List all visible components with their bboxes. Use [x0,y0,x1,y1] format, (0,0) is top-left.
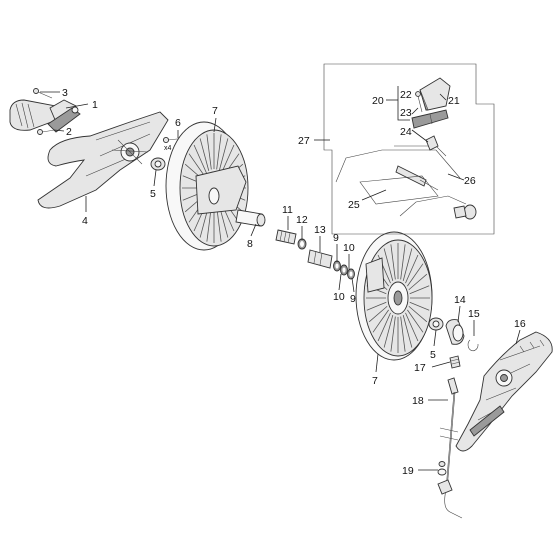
callout-5-right: 5 [430,349,436,361]
reel-spoke [400,316,406,352]
reel-spoke [368,305,388,323]
crank-arm [47,106,81,133]
reel-spoke [390,316,396,352]
reel-spoke [199,138,210,171]
reel-spoke [218,138,229,171]
reel-spoke [216,134,222,170]
leader-lines [40,86,521,471]
o-ring-part-12 [297,238,307,250]
callout-labels: 1 2 3 4 5 6 x4 7 8 11 12 13 9 10 10 9 7 … [62,87,526,477]
side-frame-left [37,111,169,209]
callout-17: 17 [414,362,426,374]
end-cap-part-26-b [453,204,477,220]
reel-disc-left [165,121,249,251]
callout-8: 8 [247,238,253,250]
callout-5-left: 5 [150,188,156,200]
hose-guide-subassembly-box [323,63,495,235]
reel-spoke [206,134,212,170]
reel-spoke [188,153,205,177]
reel-spoke [377,312,391,342]
clamp-part-24 [411,109,449,129]
callout-21: 21 [448,95,460,107]
callout-13: 13 [314,224,326,236]
callout-4: 4 [82,215,88,227]
callout-11: 11 [282,204,293,216]
reel-spoke [408,305,428,323]
callout-16: 16 [514,318,526,330]
callout-26: 26 [464,175,476,187]
reel-spoke [193,144,207,174]
callout-6: 6 [175,117,181,129]
coupling-part-11 [275,229,297,245]
reel-spoke [407,309,424,333]
clip-part-15 [467,339,479,352]
reel-spoke [383,248,394,281]
screw-part-3 [33,88,53,99]
reel-spoke [402,248,413,281]
reel-spoke [366,301,387,311]
hand-crank-handle [9,99,77,131]
reel-spoke [383,315,394,348]
swivel-part-13 [307,249,333,269]
callout-10-bottom: 10 [333,291,345,303]
callout-27: 27 [298,135,310,147]
screw-part-6 [162,136,187,144]
reel-spoke [405,254,419,284]
hose-fitting-part-17 [449,355,461,369]
callout-24: 24 [400,126,412,138]
bolt-part-22-23 [415,91,439,151]
callout-2: 2 [66,126,72,138]
callout-19: 19 [402,465,414,477]
guide-block-part-21 [419,77,451,111]
reel-spoke [372,309,389,333]
reel-disc-right [355,231,433,361]
connection-hose-part-18 [437,377,463,519]
callout-7-right: 7 [372,375,378,387]
drum-tube-part-8 [235,209,266,227]
reel-spoke [402,315,413,348]
callout-15: 15 [468,308,480,320]
callout-23: 23 [400,107,412,119]
seal-rings-part-9-10 [333,260,355,280]
reel-spoke [400,244,406,280]
callout-3: 3 [62,87,68,99]
screw-part-2 [37,129,56,135]
bushing-part-5-right [428,317,444,331]
callout-18: 18 [412,395,424,407]
reel-spoke [409,285,430,295]
reel-spoke [405,312,419,342]
callout-20: 20 [372,95,384,107]
washer-part-19 [437,461,447,476]
callout-10-top: 10 [343,242,355,254]
callout-25: 25 [348,199,360,211]
callout-9-bottom: 9 [350,293,356,305]
side-frame-right [455,331,553,452]
callout-12: 12 [296,214,308,226]
bushing-part-5-left [150,157,166,171]
reel-spoke [390,244,396,280]
callout-14: 14 [454,294,466,306]
callout-7-left: 7 [212,105,218,117]
reel-spoke [407,263,424,287]
reel-spoke [221,144,235,174]
callout-1: 1 [92,99,98,111]
callout-9-top: 9 [333,232,339,244]
callout-6-quantity: x4 [164,145,172,152]
bearing-part-14 [445,319,465,345]
reel-spoke [408,273,428,291]
callout-22: 22 [400,89,412,101]
reel-spoke [409,301,430,311]
